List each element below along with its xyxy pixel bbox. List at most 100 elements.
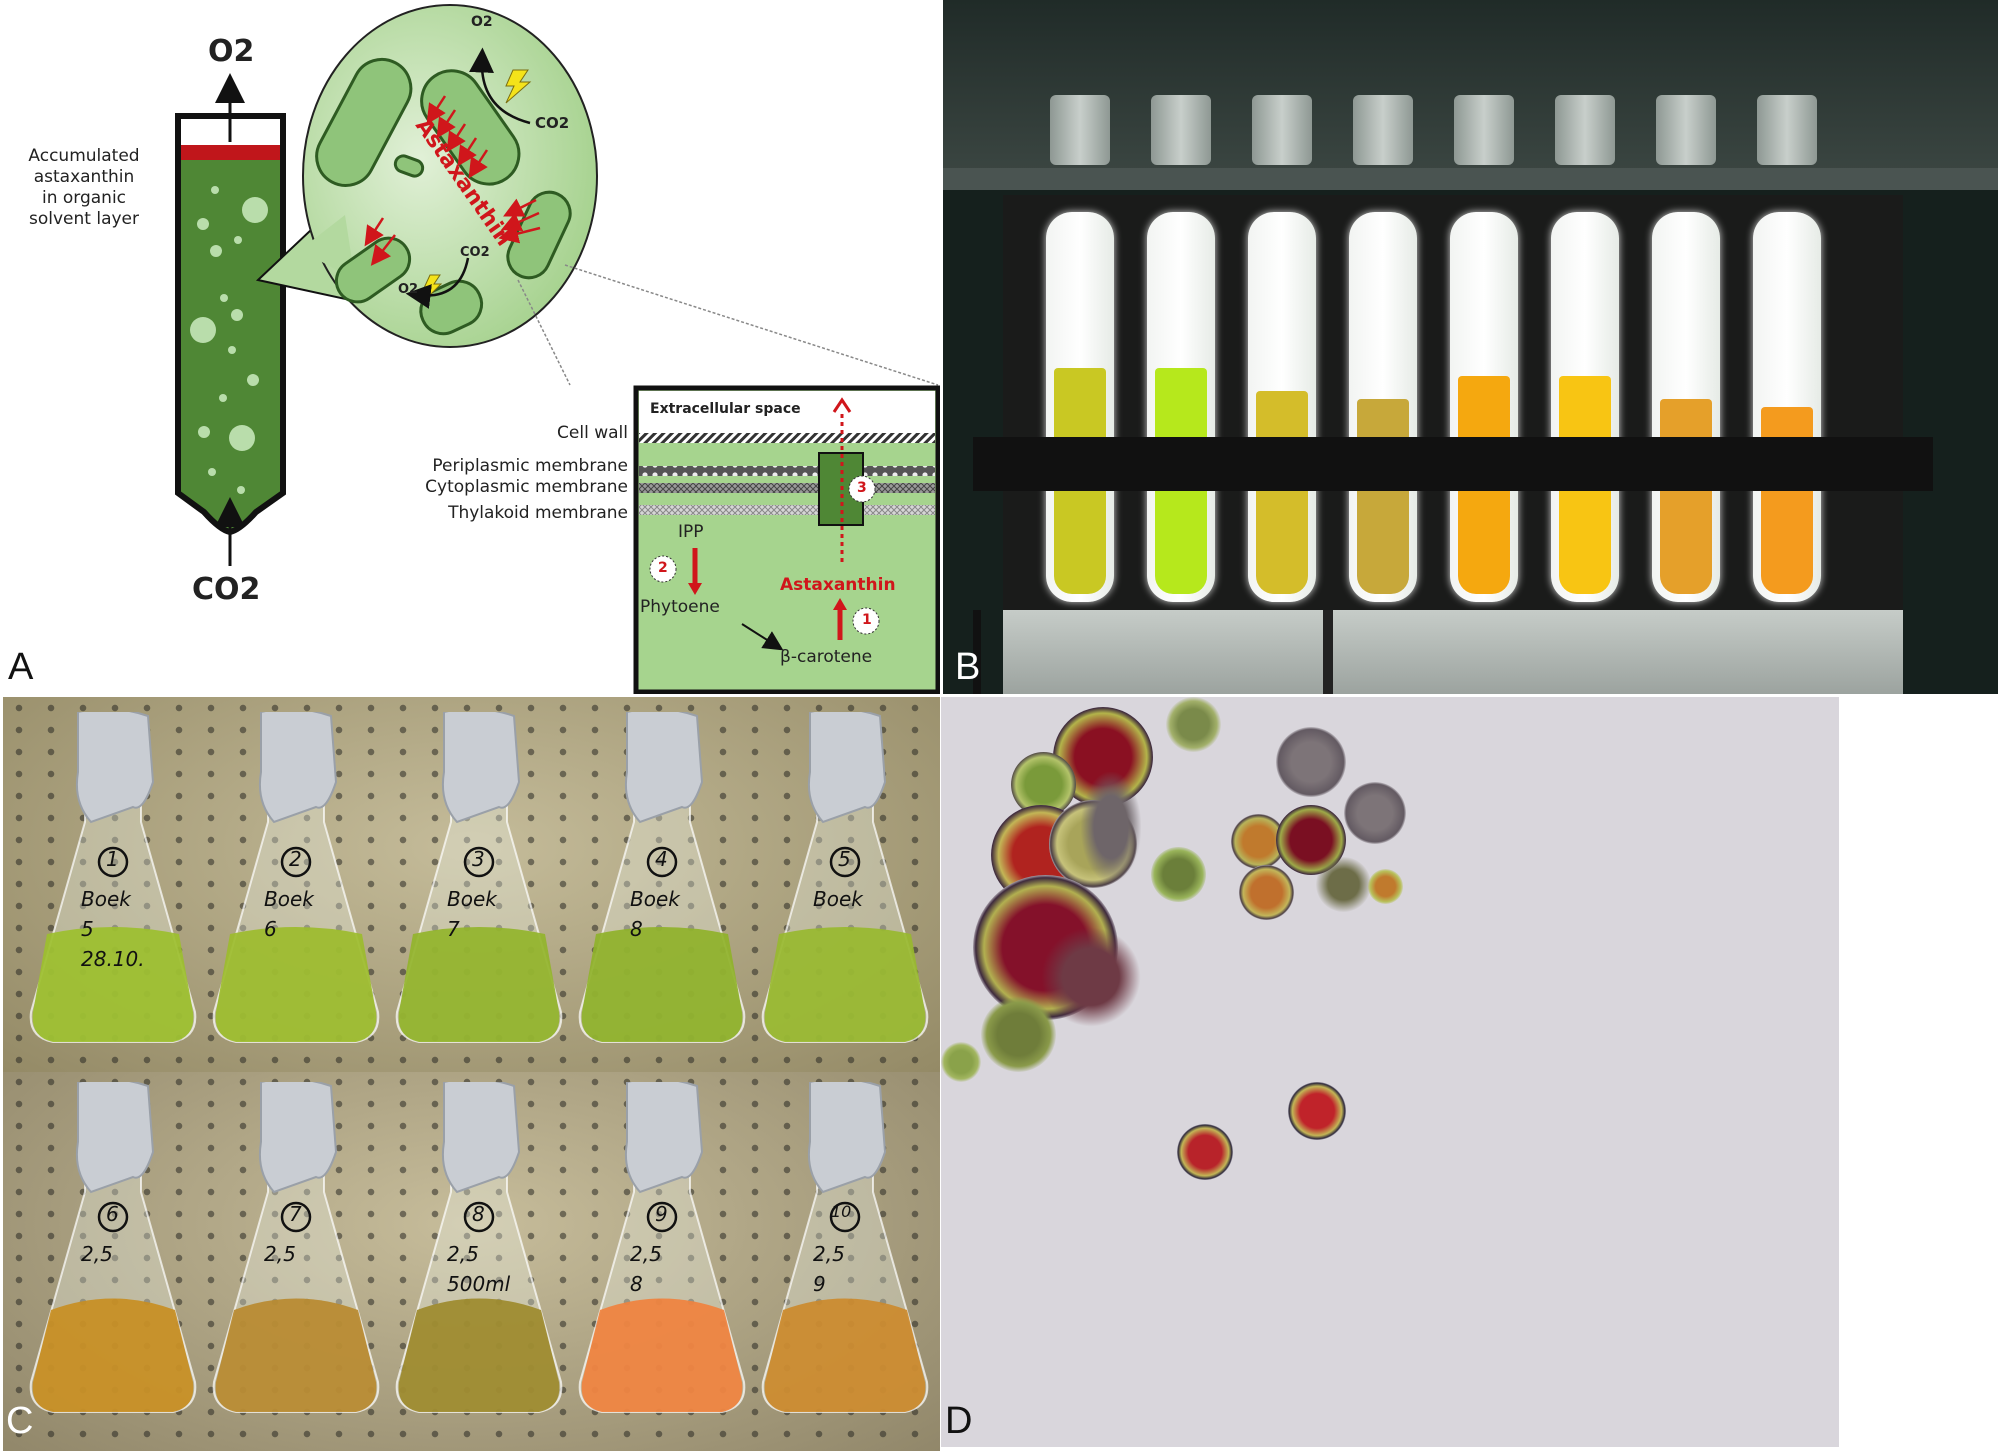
- flask-shape: [212, 1077, 380, 1413]
- flask-note: 2,5: [81, 1242, 113, 1266]
- flask-7: [206, 1077, 386, 1422]
- flask-note: Boek: [264, 887, 314, 911]
- flask-note: 2,5: [264, 1242, 296, 1266]
- photobioreactor-column: [175, 73, 286, 566]
- flask-note: Boek: [813, 887, 863, 911]
- flask-number: 7: [289, 1202, 302, 1226]
- periplasmic-membrane-layer: [639, 466, 935, 476]
- frame-post: [973, 610, 981, 694]
- flask-10: [755, 1077, 935, 1422]
- panel-d-micrograph: D: [941, 697, 1839, 1447]
- step-marker-2: [649, 555, 677, 583]
- grey-cell: [1344, 782, 1406, 844]
- red-aplanospore-cell: [1288, 1082, 1346, 1140]
- flask-number: 4: [655, 847, 668, 871]
- flask-note: 5: [81, 917, 94, 941]
- beta-carotene-label: β-carotene: [780, 647, 873, 667]
- ipp-label: IPP: [678, 522, 704, 542]
- flask-8: [389, 1077, 569, 1422]
- flask-note: 500ml: [447, 1272, 511, 1296]
- culture-tube-4: [1349, 212, 1417, 602]
- light-bolt-icon: [505, 69, 532, 104]
- panel-b-photobioreactors: B: [943, 0, 1998, 694]
- flask-note: 2,5: [447, 1242, 479, 1266]
- culture-liquid: [1357, 399, 1409, 594]
- culture-tube-3: [1248, 212, 1316, 602]
- flask-2: [206, 707, 386, 1052]
- flask-shape: [761, 1077, 929, 1413]
- culture-tube-1: [1046, 212, 1114, 602]
- tube-cap: [1050, 95, 1110, 165]
- flask-number: 2: [289, 847, 302, 871]
- flask-note: 6: [264, 917, 277, 941]
- flask-shape: [29, 1077, 197, 1413]
- step-marker-1: [852, 607, 880, 635]
- co2-input-label: CO2: [192, 572, 261, 607]
- flask-number: 10: [831, 1202, 852, 1221]
- flask-9: [572, 1077, 752, 1422]
- panel-letter-b: B: [955, 646, 981, 688]
- orange-cell: [1239, 865, 1294, 920]
- cytoplasmic-membrane-label: Cytoplasmic membrane: [425, 477, 628, 497]
- green-cell: [941, 1042, 981, 1082]
- tube-cap: [1555, 95, 1615, 165]
- flask-3: [389, 707, 569, 1052]
- culture-tube-8: [1753, 212, 1821, 602]
- co2-bubble-label-top: CO2: [535, 114, 570, 132]
- flask-note: Boek: [447, 887, 497, 911]
- culture-tube-7: [1652, 212, 1720, 602]
- green-cell: [981, 997, 1056, 1072]
- co2-bubble-label-bottom: CO2: [460, 245, 490, 260]
- flask-shape: [761, 707, 929, 1043]
- flask-5: [755, 707, 935, 1052]
- flask-note: 7: [447, 917, 460, 941]
- step-2-label: 2: [658, 560, 668, 576]
- membrane-inset: [633, 385, 940, 694]
- step-marker-3: [848, 475, 876, 503]
- flask-shape: [395, 1077, 563, 1413]
- green-cell: [1166, 697, 1221, 752]
- panel-letter-a: A: [8, 646, 34, 688]
- tube-cap: [1353, 95, 1413, 165]
- panel-letter-d: D: [945, 1400, 973, 1442]
- cell-zoom-bubble: Astaxanthin: [300, 4, 939, 386]
- flask-number: 1: [106, 847, 119, 871]
- solvent-layer-label: Accumulated astaxanthin in organic solve…: [28, 146, 140, 229]
- flask-number: 5: [838, 847, 851, 871]
- astaxanthin-solvent-layer: [181, 145, 280, 160]
- flask-1: [23, 707, 203, 1052]
- o2-output-label: O2: [208, 34, 255, 69]
- top-rail: [943, 168, 1998, 190]
- flask-shape: [212, 707, 380, 1043]
- o2-bubble-label-top: O2: [471, 14, 493, 30]
- periplasmic-membrane-label: Periplasmic membrane: [432, 456, 628, 476]
- tube-cap: [1252, 95, 1312, 165]
- flask-4: [572, 707, 752, 1052]
- flask-number: 8: [472, 1202, 485, 1226]
- flask-note: 28.10.: [81, 947, 145, 971]
- flask-number: 6: [106, 1202, 119, 1226]
- flask-note: Boek: [81, 887, 131, 911]
- gas-bubbles: [190, 186, 268, 494]
- cytoplasmic-membrane-layer: [639, 483, 935, 493]
- lower-tray: [1003, 610, 1903, 694]
- culture-tube-5: [1450, 212, 1518, 602]
- astaxanthin-inset-label: Astaxanthin: [780, 575, 896, 595]
- tube-cap: [1151, 95, 1211, 165]
- grey-cell: [1276, 727, 1346, 797]
- tube-cap: [1454, 95, 1514, 165]
- flask-6: [23, 1077, 203, 1422]
- flask-note: Boek: [630, 887, 680, 911]
- flask-note: 2,5: [813, 1242, 845, 1266]
- culture-liquid: [1761, 407, 1813, 594]
- flask-shape: [395, 707, 563, 1043]
- thylakoid-membrane-label: Thylakoid membrane: [448, 503, 628, 523]
- frame-post: [1323, 610, 1333, 694]
- flask-note: 2,5: [630, 1242, 662, 1266]
- tube-cap: [1656, 95, 1716, 165]
- culture-tube-6: [1551, 212, 1619, 602]
- zoom-guide-line: [517, 279, 571, 386]
- cell-wall-label: Cell wall: [557, 423, 628, 443]
- flask-shape: [29, 707, 197, 1043]
